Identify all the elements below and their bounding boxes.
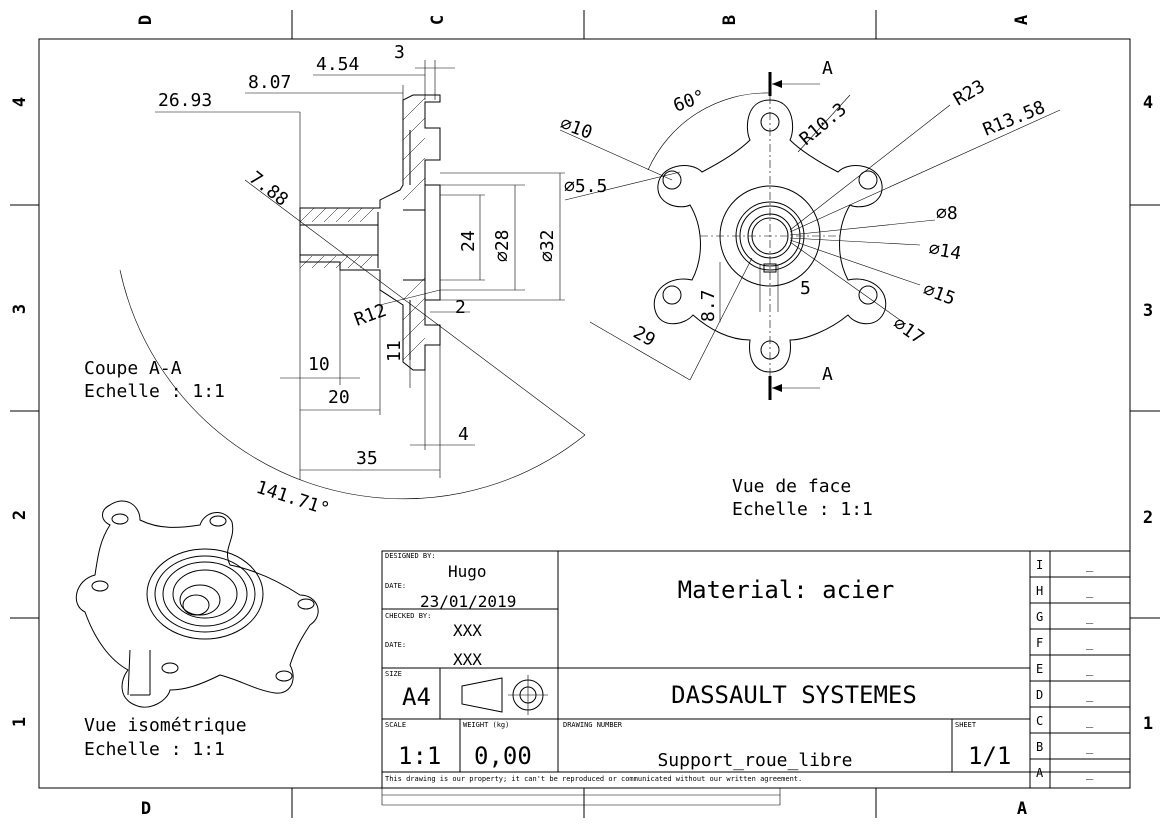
date2-label: DATE: [385, 641, 406, 649]
rev-letter: H [1036, 584, 1043, 598]
zone-top-c: C [428, 15, 448, 25]
dim-dia14: ⌀14 [927, 238, 963, 264]
dim-2: 2 [455, 297, 466, 318]
zone-left-1: 1 [10, 717, 30, 727]
zone-right-3: 3 [1143, 301, 1153, 321]
title-block: DESIGNED BY: Hugo DATE: 23/01/2019 CHECK… [381, 550, 1131, 806]
dim-angle-60: 60° [671, 86, 709, 117]
zone-right-4: 4 [1143, 93, 1153, 113]
dim-4: 4 [458, 424, 469, 445]
dim-dia10: ⌀10 [557, 113, 595, 144]
dim-24: 24 [458, 230, 479, 252]
front-view-scale: Echelle : 1:1 [732, 499, 873, 520]
sheet-value: 1/1 [968, 742, 1011, 770]
scale-label: SCALE [385, 721, 406, 729]
dim-26-93: 26.93 [158, 90, 212, 111]
dim-29: 29 [630, 322, 659, 351]
rev-value: _ [1086, 610, 1094, 624]
weight-label: WEIGHT (kg) [463, 721, 509, 729]
date-value: 23/01/2019 [420, 592, 516, 611]
designed-by-value: Hugo [448, 562, 487, 581]
date2-value: XXX [453, 650, 482, 669]
rev-value: _ [1086, 740, 1094, 754]
iso-view-scale: Echelle : 1:1 [84, 739, 225, 760]
dim-5: 5 [800, 278, 811, 299]
dim-angle-141: 141.71° [253, 477, 332, 520]
dim-r12: R12 [352, 300, 390, 331]
rev-letter: E [1036, 662, 1043, 676]
section-view-scale: Echelle : 1:1 [84, 381, 225, 402]
dim-dia5-5: ⌀5.5 [564, 176, 607, 197]
isometric-view: Vue isométrique Echelle : 1:1 [75, 500, 319, 760]
dim-35: 35 [356, 448, 378, 469]
rev-letter: G [1036, 610, 1043, 624]
checked-by-value: XXX [453, 621, 482, 640]
dim-dia28: ⌀28 [492, 229, 513, 262]
zone-bottom-d: D [141, 799, 151, 819]
rev-value: _ [1086, 584, 1094, 598]
dim-dia32: ⌀32 [537, 229, 558, 262]
drawing-number-value: Support_roue_libre [657, 750, 852, 771]
disclaimer: This drawing is our property; it can't b… [385, 775, 802, 783]
scale-value: 1:1 [398, 742, 441, 770]
dim-10: 10 [308, 354, 330, 375]
dim-11: 11 [384, 340, 405, 362]
dim-dia17: ⌀17 [889, 313, 928, 349]
zone-left-2: 2 [10, 510, 30, 520]
designed-by-label: DESIGNED BY: [385, 552, 436, 560]
front-view: A A 60° R10.3 R23 R13.58 ⌀10 ⌀5.5 ⌀8 ⌀14… [557, 58, 1061, 520]
dim-4-54: 4.54 [316, 54, 359, 75]
zone-labels: D C B A D A 4 3 2 1 4 3 2 1 [10, 15, 1153, 819]
rev-letter: B [1036, 740, 1043, 754]
dim-20: 20 [328, 387, 350, 408]
zone-left-4: 4 [10, 97, 30, 107]
revision-table: I _ H _ G _ F _ E _ D _ C _ B _ A _ [1036, 558, 1094, 780]
company-text: DASSAULT SYSTEMES [671, 681, 917, 709]
dim-r23: R23 [950, 76, 989, 110]
zone-left-3: 3 [10, 304, 30, 314]
dim-dia8: ⌀8 [936, 203, 958, 224]
iso-view-title: Vue isométrique [84, 715, 247, 736]
section-hatching [299, 97, 426, 361]
sheet-label: SHEET [955, 721, 977, 729]
rev-letter: C [1036, 714, 1043, 728]
section-mark-a-bottom: A [822, 364, 833, 385]
size-value: A4 [402, 683, 431, 711]
rev-letter: F [1036, 636, 1043, 650]
rev-value: _ [1086, 766, 1094, 780]
zone-right-2: 2 [1143, 508, 1153, 528]
material-text: Material: acier [678, 576, 895, 604]
section-mark-a-top: A [822, 58, 833, 79]
dim-7-88: 7.88 [245, 167, 292, 210]
dim-3: 3 [394, 42, 405, 63]
rev-value: _ [1086, 714, 1094, 728]
dim-r13-58: R13.58 [980, 97, 1048, 141]
date-label: DATE: [385, 582, 406, 590]
zone-top-a: A [1012, 15, 1032, 25]
dim-dia15: ⌀15 [920, 279, 958, 310]
front-view-title: Vue de face [732, 476, 851, 497]
zone-top-d: D [136, 15, 156, 25]
dim-8-7: 8.7 [698, 289, 719, 322]
rev-letter: D [1036, 688, 1043, 702]
rev-letter: A [1036, 766, 1044, 780]
section-view-title: Coupe A-A [84, 358, 182, 379]
rev-value: _ [1086, 636, 1094, 650]
drawing-number-label: DRAWING NUMBER [563, 721, 623, 729]
rev-value: _ [1086, 688, 1094, 702]
zone-top-b: B [720, 15, 740, 25]
zone-bottom-a: A [1017, 799, 1027, 819]
rev-value: _ [1086, 558, 1094, 572]
weight-value: 0,00 [474, 742, 532, 770]
zone-right-1: 1 [1143, 714, 1153, 734]
section-view: 26.93 8.07 4.54 3 7.88 24 ⌀28 ⌀32 R12 2 … [84, 42, 586, 520]
projection-symbol [461, 675, 548, 715]
checked-by-label: CHECKED BY: [385, 612, 431, 620]
rev-value: _ [1086, 662, 1094, 676]
size-label: SIZE [385, 670, 402, 678]
dim-r10-3: R10.3 [796, 99, 851, 150]
rev-letter: I [1036, 558, 1043, 572]
dim-8-07: 8.07 [248, 72, 291, 93]
